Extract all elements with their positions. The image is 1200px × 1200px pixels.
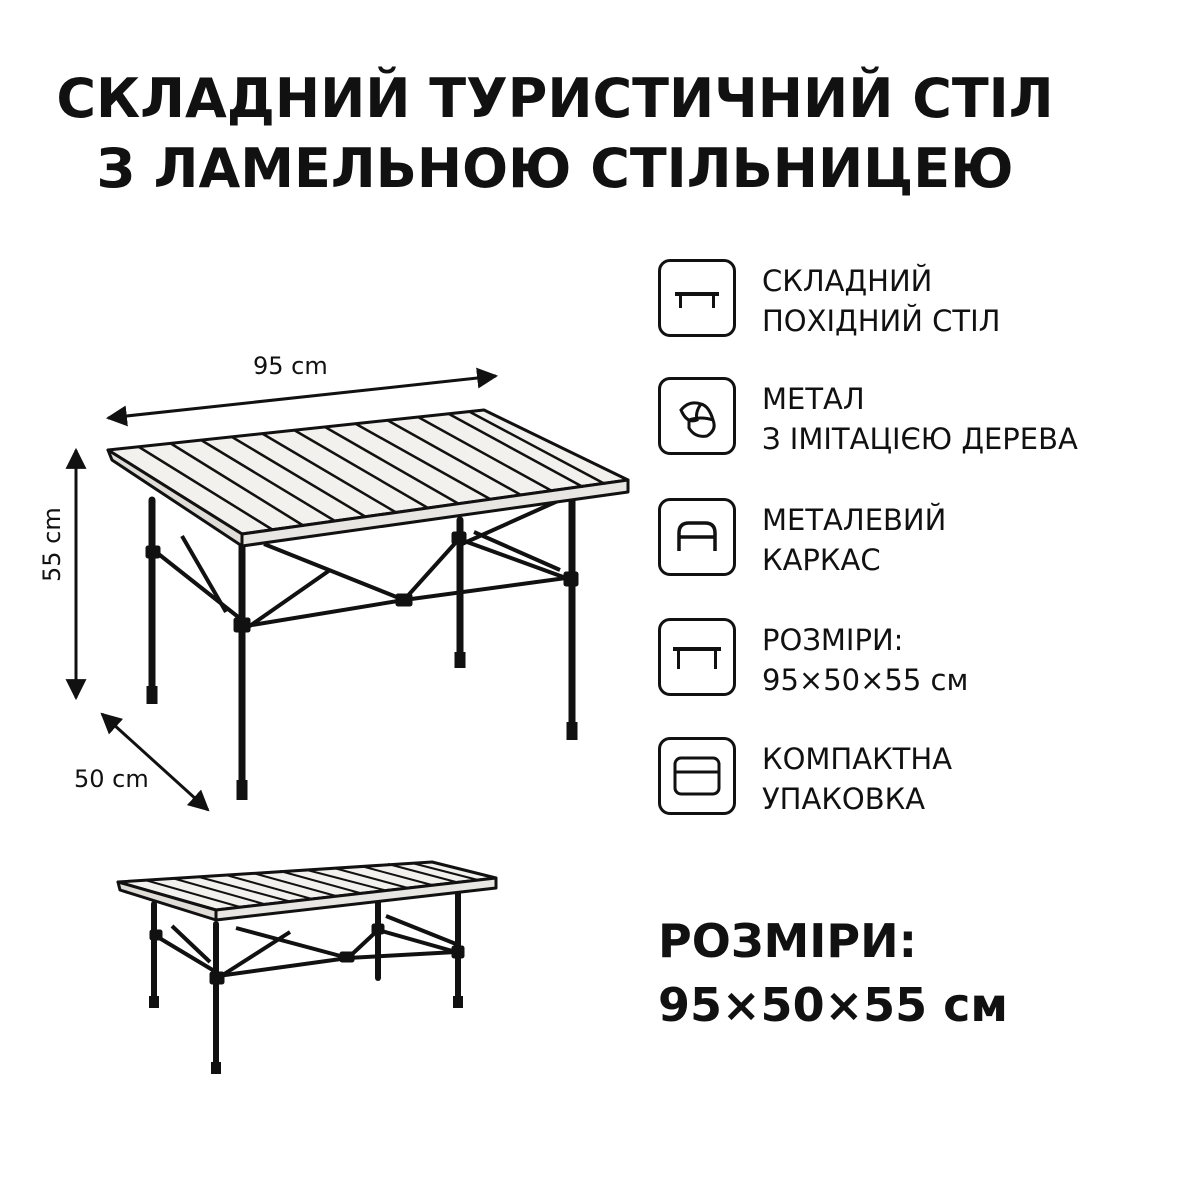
large-table-legs [148, 496, 576, 799]
small-table [116, 860, 498, 1074]
large-table-joints [145, 531, 579, 633]
feature-line-1: РОЗМІРИ: [762, 623, 904, 657]
feature-line-2: 95×50×55 см [762, 663, 969, 697]
feature-line-1: МЕТАЛ [762, 382, 865, 416]
package-icon [658, 737, 736, 815]
table-icon [658, 259, 736, 337]
width-arrow [105, 367, 499, 427]
page-title-line-1: СКЛАДНИЙ ТУРИСТИЧНИЙ СТІЛ [56, 67, 1054, 130]
feature-line-1: СКЛАДНИЙ [762, 264, 933, 298]
feature-line-2: УПАКОВКА [762, 782, 926, 816]
width-label: 95 cm [253, 352, 328, 380]
size-heading: РОЗМІРИ: [658, 914, 917, 968]
small-table-legs [151, 891, 461, 1073]
wood-metal-icon [658, 377, 736, 455]
large-table [106, 408, 630, 800]
depth-arrow [100, 712, 210, 812]
feature-line-2: КАРКАС [762, 543, 881, 577]
page-title-line-2: З ЛАМЕЛЬНОЮ СТІЛЬНИЦЕЮ [96, 137, 1014, 200]
small-table-braces [154, 914, 457, 980]
dimension-arrows [65, 367, 499, 812]
feature-line-2: ПОХІДНИЙ СТІЛ [762, 304, 1001, 338]
size-table-icon [658, 618, 736, 696]
height-label: 55 cm [38, 507, 66, 582]
feature-line-2: З ІМІТАЦІЄЮ ДЕРЕВА [762, 422, 1078, 456]
feature-line-1: МЕТАЛЕВИЙ [762, 503, 947, 537]
size-value: 95×50×55 см [658, 978, 1009, 1032]
small-table-slats [144, 862, 479, 908]
depth-label: 50 cm [74, 765, 149, 793]
feature-line-1: КОМПАКТНА [762, 742, 953, 776]
frame-icon [658, 498, 736, 576]
large-table-braces [154, 498, 567, 632]
large-table-slats [138, 410, 606, 532]
